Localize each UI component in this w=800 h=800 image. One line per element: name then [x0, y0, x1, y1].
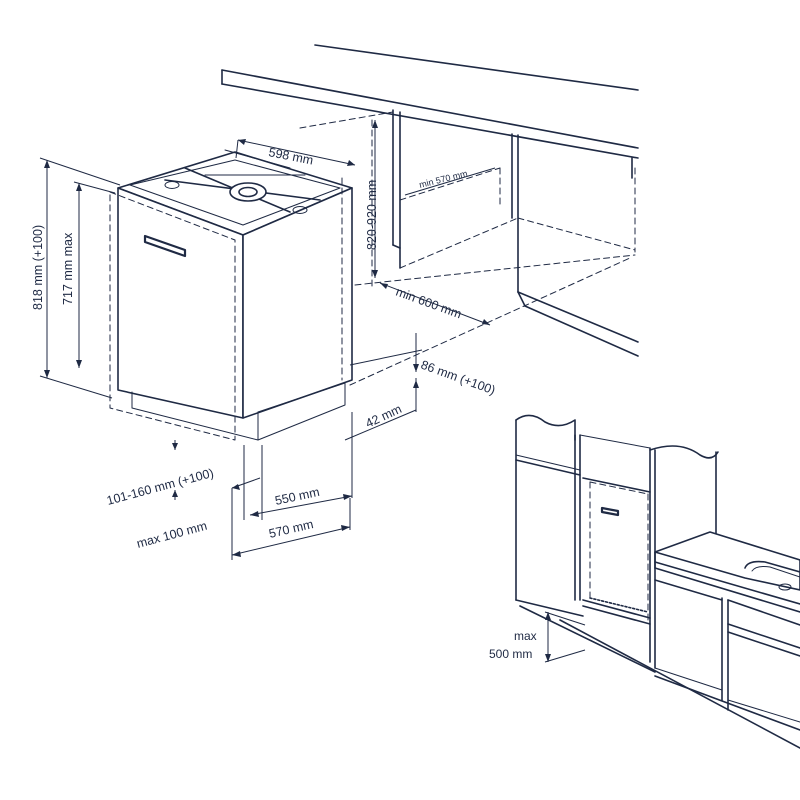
dim-min570 [404, 167, 496, 196]
dim-max100 [231, 445, 261, 520]
label-max500-line1: max [514, 629, 537, 643]
label-42: 42 mm [363, 402, 404, 431]
top-frame-icon [129, 149, 341, 226]
dim-min600 [379, 282, 491, 326]
dim-86 [349, 333, 423, 372]
label-820-920: 820-920 mm [365, 180, 379, 250]
dim-818 [39, 157, 121, 399]
dim-550 [249, 412, 353, 520]
label-door-gap: 101-160 mm (+100) [105, 466, 215, 508]
dim-door-gap [172, 440, 178, 500]
dim-717 [73, 181, 116, 368]
kitchen-installation [515, 414, 800, 749]
label-min600: min 600 mm [394, 285, 463, 322]
dim-570 [231, 488, 351, 560]
dishwasher-handle-icon [600, 506, 620, 517]
label-818: 818 mm (+100) [31, 225, 45, 310]
dim-598 [235, 139, 356, 166]
label-min570: min 570 mm [418, 168, 468, 190]
niche-outline [299, 111, 636, 386]
label-717: 717 mm max [61, 232, 75, 305]
label-550: 550 mm [274, 485, 321, 508]
adjacent-cabinet [392, 109, 639, 357]
dim-820-920 [372, 120, 378, 278]
door-handle-icon [143, 234, 187, 258]
label-max100: max 100 mm [135, 519, 208, 551]
dishwasher [109, 149, 353, 441]
countertop [221, 44, 639, 159]
label-86: 86 mm (+100) [419, 358, 497, 398]
dim-42 [344, 378, 419, 441]
dim-max500 [544, 611, 586, 663]
label-max500-line2: 500 mm [489, 647, 532, 661]
